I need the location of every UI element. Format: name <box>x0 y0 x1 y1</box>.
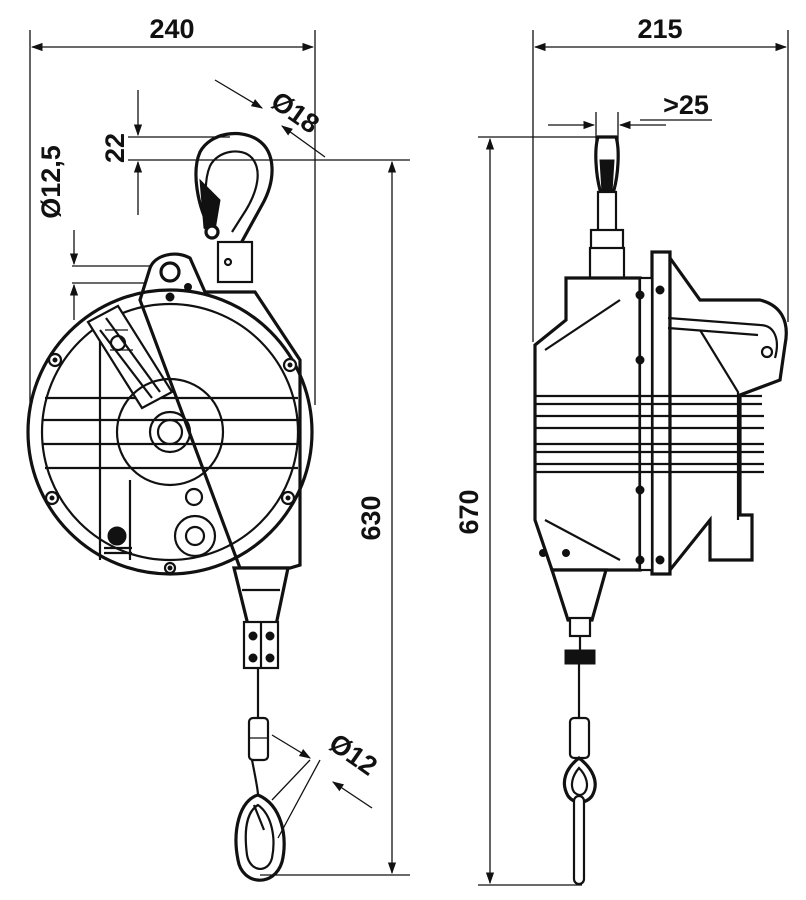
dim-label-630: 630 <box>356 495 386 540</box>
dimension-hook-diameter: Ø18 <box>214 79 326 158</box>
dim-label-d18: Ø18 <box>266 86 325 140</box>
dim-label-240: 240 <box>149 14 194 44</box>
dim-label-d12-5: Ø12,5 <box>36 145 66 219</box>
suspension-hook-side <box>588 135 626 280</box>
dimension-width-side: 215 <box>532 14 789 342</box>
dimension-eye-diameter: Ø12,5 <box>36 145 160 320</box>
side-view: 215 >25 670 <box>454 14 789 886</box>
balancer-housing <box>26 252 314 882</box>
dimension-clearance: >25 <box>548 90 712 145</box>
dimension-carabiner-diameter: Ø12 <box>271 728 383 839</box>
dim-label-215: 215 <box>637 14 682 44</box>
dimension-hook-opening: 22 <box>100 90 410 215</box>
dimension-width-front: 240 <box>30 14 315 52</box>
balancer-body-side <box>533 250 788 886</box>
dim-label-22: 22 <box>100 133 130 163</box>
dim-label-d12: Ø12 <box>324 728 383 782</box>
dimension-height-front: 630 <box>260 160 410 876</box>
dim-label-670: 670 <box>454 489 484 534</box>
front-view: 240 22 Ø18 Ø12,5 630 <box>26 14 410 882</box>
dimension-height-side: 670 <box>454 136 600 886</box>
suspension-hook <box>194 131 274 284</box>
dim-label-gt25: >25 <box>663 90 709 120</box>
